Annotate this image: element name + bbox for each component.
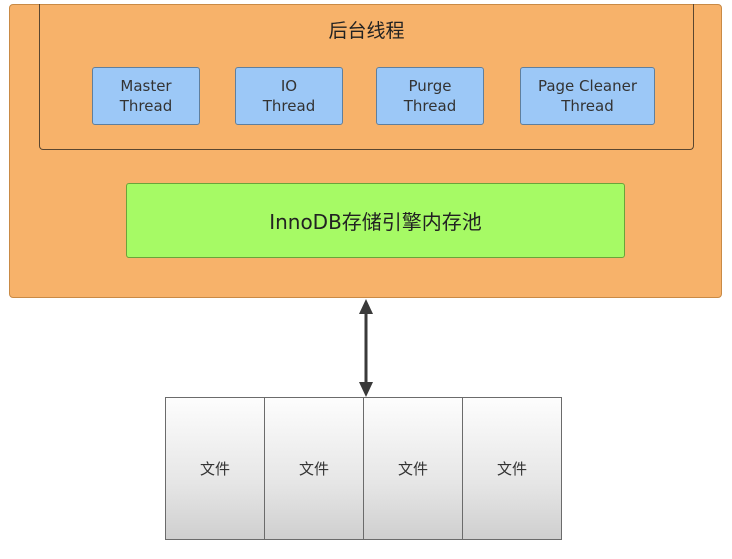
thread-label-line2: Thread — [403, 97, 457, 115]
file-cell: 文件 — [265, 398, 364, 539]
thread-label-line1: Master — [120, 77, 172, 95]
buffer-pool-box: InnoDB存储引擎内存池 — [126, 183, 625, 258]
file-label: 文件 — [199, 460, 230, 478]
file-cell: 文件 — [463, 398, 561, 539]
background-threads-group — [39, 4, 694, 150]
thread-label-line2: Thread — [119, 97, 173, 115]
file-label: 文件 — [298, 460, 329, 478]
arrow-head-down — [359, 382, 373, 397]
thread-label-line1: Page Cleaner — [537, 77, 638, 95]
file-label: 文件 — [496, 460, 527, 478]
data-files-group: 文件 文件 文件 文件 — [165, 397, 562, 540]
file-label: 文件 — [397, 460, 428, 478]
thread-label-line1: Purge — [408, 77, 452, 95]
master-thread-box: Master Thread — [92, 67, 200, 125]
background-threads-title: 后台线程 — [328, 20, 405, 42]
file-cell: 文件 — [364, 398, 463, 539]
file-cell: 文件 — [166, 398, 265, 539]
thread-label-line2: Thread — [561, 97, 614, 115]
arrow-head-up — [359, 299, 373, 314]
io-thread-box: IO Thread — [235, 67, 343, 125]
page-cleaner-thread-box: Page Cleaner Thread — [520, 67, 655, 125]
thread-label-line1: IO — [280, 77, 298, 95]
purge-thread-box: Purge Thread — [376, 67, 484, 125]
buffer-pool-label: InnoDB存储引擎内存池 — [269, 210, 482, 234]
thread-label-line2: Thread — [262, 97, 316, 115]
